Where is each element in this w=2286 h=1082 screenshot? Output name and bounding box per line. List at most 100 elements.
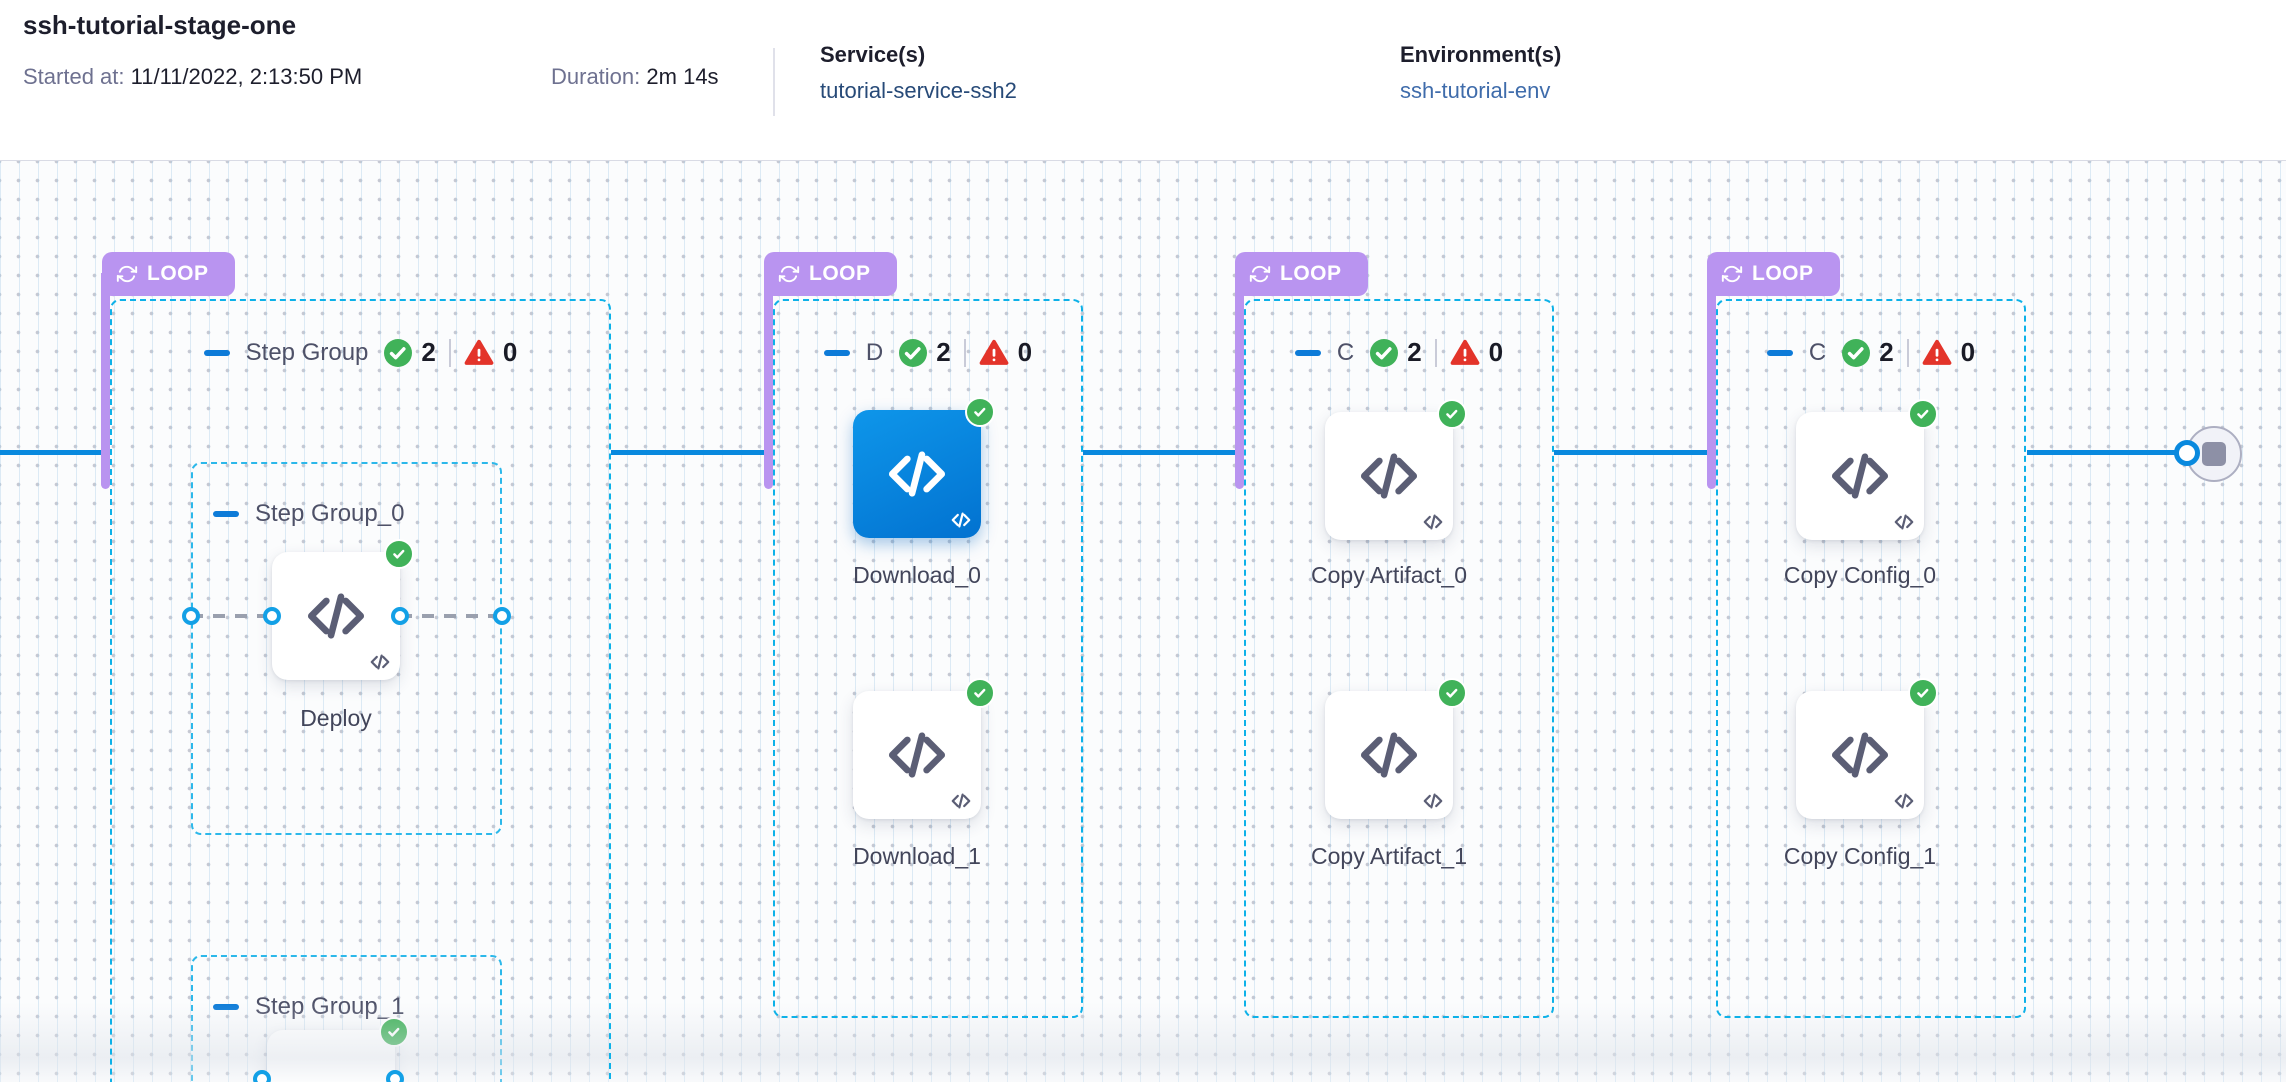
execution-line bbox=[0, 450, 102, 455]
stop-icon bbox=[2202, 442, 2226, 466]
stage-header: ssh-tutorial-stage-one Started at: 11/11… bbox=[0, 0, 2286, 161]
step-group-header: D 2 0 bbox=[775, 337, 1081, 368]
step-group-title: Step Group bbox=[245, 338, 369, 366]
loop-badge-label: LOOP bbox=[1280, 262, 1342, 285]
status-chip: 2 0 bbox=[899, 337, 1032, 368]
collapse-icon[interactable] bbox=[213, 511, 239, 517]
status-chip: 2 0 bbox=[384, 337, 517, 368]
port-dot bbox=[182, 607, 200, 625]
warning-icon bbox=[979, 339, 1009, 365]
inner-step-group-header: Step Group_0 bbox=[193, 500, 500, 528]
loop-rail bbox=[1235, 273, 1244, 489]
failed-count: 0 bbox=[502, 337, 518, 367]
loop-badge[interactable]: LOOP bbox=[1235, 252, 1368, 296]
environment-link[interactable]: ssh-tutorial-env bbox=[1400, 78, 1551, 103]
loop-rail bbox=[1707, 273, 1716, 489]
success-count: 2 bbox=[936, 337, 951, 367]
port-connector bbox=[400, 614, 502, 618]
collapse-icon[interactable] bbox=[1766, 349, 1793, 356]
step-group-box: Step Group 2 0 bbox=[110, 299, 611, 1082]
success-badge-icon bbox=[384, 539, 414, 569]
success-badge-icon bbox=[1908, 399, 1938, 429]
port-connector bbox=[191, 614, 272, 618]
step-label: Copy Artifact_0 bbox=[1311, 562, 1467, 588]
execution-line bbox=[611, 450, 765, 455]
inner-step-group-box: Step Group_0 bbox=[191, 462, 502, 835]
step-group-box: D 2 0 bbox=[773, 299, 1083, 1018]
step-group-box: C 2 0 bbox=[1244, 299, 1554, 1018]
pipeline-canvas[interactable]: LOOP LOOP LOOP LOOP Step Group 2 bbox=[0, 161, 2286, 1082]
loop-badge-label: LOOP bbox=[809, 262, 871, 285]
success-badge-icon bbox=[1908, 678, 1938, 708]
execution-line bbox=[2027, 450, 2182, 455]
step-label: Copy Config_0 bbox=[1783, 562, 1937, 588]
port-dot bbox=[391, 607, 409, 625]
step-node-download-1[interactable] bbox=[853, 678, 995, 819]
status-chip: 2 0 bbox=[1842, 337, 1975, 368]
step-group-header: Step Group 2 0 bbox=[112, 337, 609, 368]
step-node-copy-artifact-1[interactable] bbox=[1325, 678, 1467, 819]
success-count: 2 bbox=[1407, 337, 1422, 367]
step-label: Download_1 bbox=[853, 843, 981, 869]
step-group-title: D bbox=[865, 338, 884, 366]
step-label: Download_0 bbox=[853, 562, 981, 588]
collapse-icon[interactable] bbox=[1294, 349, 1321, 356]
step-node-download-0[interactable] bbox=[853, 397, 995, 538]
success-badge-icon bbox=[965, 678, 995, 708]
success-badge-icon bbox=[1437, 678, 1467, 708]
loop-rail bbox=[764, 273, 773, 489]
failed-count: 0 bbox=[1488, 337, 1504, 367]
failed-count: 0 bbox=[1960, 337, 1976, 367]
environments-label: Environment(s) bbox=[1400, 42, 1562, 67]
chip-divider bbox=[1434, 338, 1437, 367]
step-node-copy-artifact-0[interactable] bbox=[1325, 399, 1467, 540]
duration-label: Duration: bbox=[551, 64, 641, 89]
success-icon bbox=[1842, 338, 1871, 367]
loop-icon bbox=[116, 265, 138, 283]
service-link[interactable]: tutorial-service-ssh2 bbox=[820, 78, 1017, 103]
duration-value: 2m 14s bbox=[646, 64, 719, 89]
step-node-copy-config-0[interactable] bbox=[1796, 399, 1938, 540]
warning-icon bbox=[1922, 339, 1952, 365]
warning-icon bbox=[464, 339, 494, 365]
success-icon bbox=[384, 338, 413, 367]
execution-line bbox=[1554, 450, 1708, 455]
chip-divider bbox=[1906, 338, 1909, 367]
collapse-icon[interactable] bbox=[203, 349, 230, 356]
step-label: Copy Config_1 bbox=[1783, 843, 1937, 869]
step-group-header: C 2 0 bbox=[1718, 337, 2024, 368]
chip-divider bbox=[448, 338, 451, 367]
step-node-deploy[interactable] bbox=[272, 539, 414, 680]
step-label: Copy Artifact_1 bbox=[1311, 843, 1467, 869]
header-divider bbox=[773, 48, 775, 116]
success-icon bbox=[1370, 338, 1399, 367]
loop-icon bbox=[1721, 265, 1743, 283]
success-badge-icon bbox=[965, 397, 995, 427]
step-group-box: C 2 0 bbox=[1716, 299, 2026, 1018]
loop-icon bbox=[1249, 265, 1271, 283]
success-count: 2 bbox=[421, 337, 436, 367]
collapse-icon[interactable] bbox=[823, 349, 850, 356]
step-node-copy-config-1[interactable] bbox=[1796, 678, 1938, 819]
success-icon bbox=[899, 338, 928, 367]
success-badge-icon bbox=[1437, 399, 1467, 429]
duration: Duration: 2m 14s bbox=[551, 64, 719, 90]
loop-badge[interactable]: LOOP bbox=[764, 252, 897, 296]
chip-divider bbox=[963, 338, 966, 367]
started-at-label: Started at: bbox=[23, 64, 125, 89]
port-dot bbox=[2174, 440, 2200, 466]
stage-title: ssh-tutorial-stage-one bbox=[23, 10, 297, 40]
loop-badge[interactable]: LOOP bbox=[102, 252, 235, 296]
port-dot bbox=[253, 1070, 271, 1082]
success-count: 2 bbox=[1879, 337, 1894, 367]
inner-step-group-title: Step Group_0 bbox=[255, 500, 405, 527]
services-label: Service(s) bbox=[820, 42, 926, 67]
loop-badge-label: LOOP bbox=[147, 262, 209, 285]
started-at-value: 11/11/2022, 2:13:50 PM bbox=[130, 64, 363, 89]
status-chip: 2 0 bbox=[1370, 337, 1503, 368]
loop-badge[interactable]: LOOP bbox=[1707, 252, 1840, 296]
loop-badge-label: LOOP bbox=[1752, 262, 1814, 285]
step-group-title: C bbox=[1808, 338, 1827, 366]
port-dot bbox=[386, 1070, 404, 1082]
